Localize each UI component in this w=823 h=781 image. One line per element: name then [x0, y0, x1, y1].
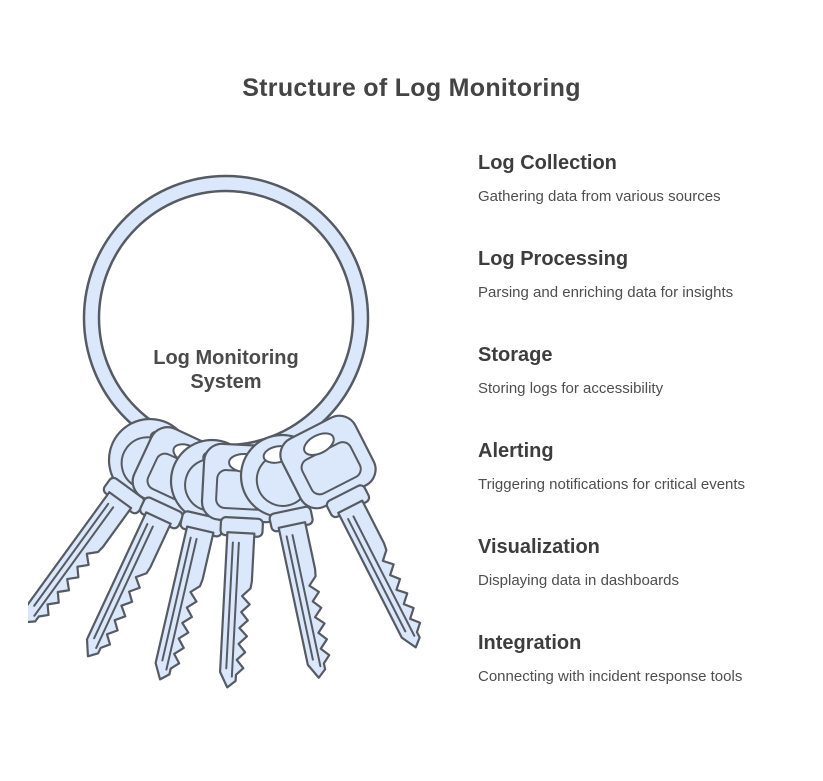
list-item-log-processing: Log Processing Parsing and enriching dat… [478, 248, 818, 302]
item-description: Triggering notifications for critical ev… [478, 476, 746, 493]
keyring-label-line1: Log Monitoring [153, 347, 299, 369]
keyring-ring-icon [82, 174, 370, 462]
item-description: Connecting with incident response tools [478, 668, 743, 685]
item-description: Storing logs for accessibility [478, 380, 664, 397]
item-description: Gathering data from various sources [478, 188, 721, 205]
item-title: Log Processing [478, 248, 629, 270]
item-title: Visualization [478, 536, 600, 558]
keyring-label-line2: System [190, 371, 262, 393]
item-description: Displaying data in dashboards [478, 572, 679, 589]
item-title: Log Collection [478, 152, 617, 174]
item-title: Integration [478, 632, 582, 654]
list-item-alerting: Alerting Triggering notifications for cr… [478, 440, 818, 494]
keyring-illustration [28, 174, 428, 710]
list-item-integration: Integration Connecting with incident res… [478, 632, 818, 686]
keyring-label: Log Monitoring System [131, 346, 321, 394]
item-description: Parsing and enriching data for insights [478, 284, 734, 301]
item-title: Storage [478, 344, 553, 366]
list-item-visualization: Visualization Displaying data in dashboa… [478, 536, 818, 590]
component-list: Log Collection Gathering data from vario… [478, 152, 818, 728]
list-item-log-collection: Log Collection Gathering data from vario… [478, 152, 818, 206]
list-item-storage: Storage Storing logs for accessibility [478, 344, 818, 398]
page-title: Structure of Log Monitoring [242, 74, 581, 102]
item-title: Alerting [478, 440, 554, 462]
